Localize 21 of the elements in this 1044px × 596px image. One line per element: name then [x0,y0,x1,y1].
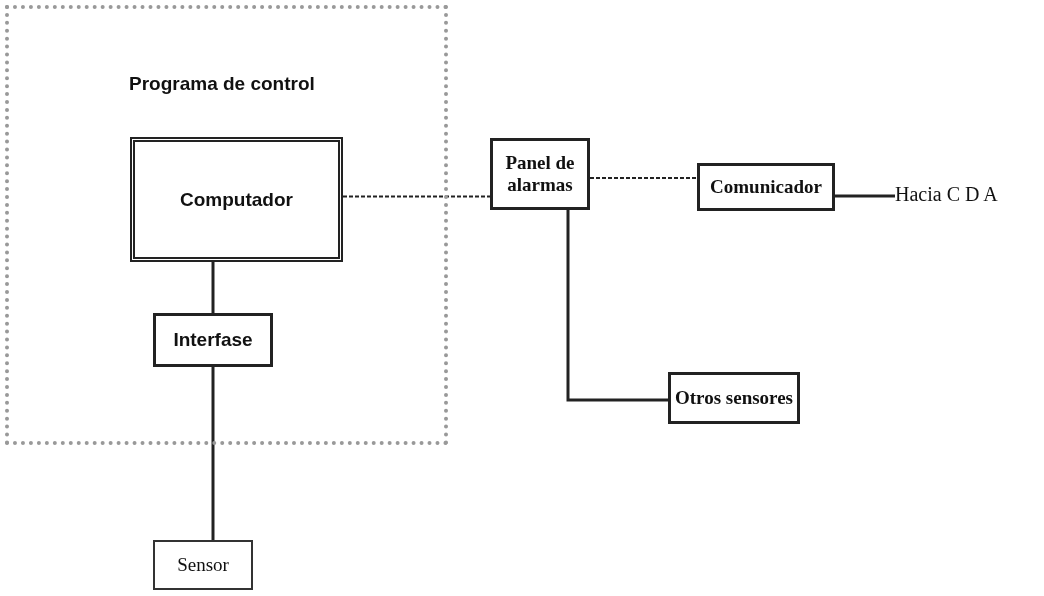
node-label: Panel de alarmas [504,152,576,196]
connector-line [835,194,895,198]
node-label: Sensor [177,554,229,576]
group-box [5,5,448,445]
group-title: Programa de control [129,73,315,95]
node-label: Comunicador [710,176,822,198]
process-box [153,540,253,590]
node-label: Otros sensores [674,387,793,409]
connector-line [589,177,698,179]
connector-line [211,262,215,313]
node-label: Interfase [173,329,253,351]
connector-line [566,210,668,402]
connector-line [342,195,491,198]
process-box [697,163,835,211]
process-box [130,137,343,262]
node-label: Hacia C D A [895,182,998,206]
process-box [668,372,800,424]
process-box [490,138,590,210]
connector-line [211,367,215,540]
process-box [153,313,273,367]
node-label: Computador [180,188,293,211]
